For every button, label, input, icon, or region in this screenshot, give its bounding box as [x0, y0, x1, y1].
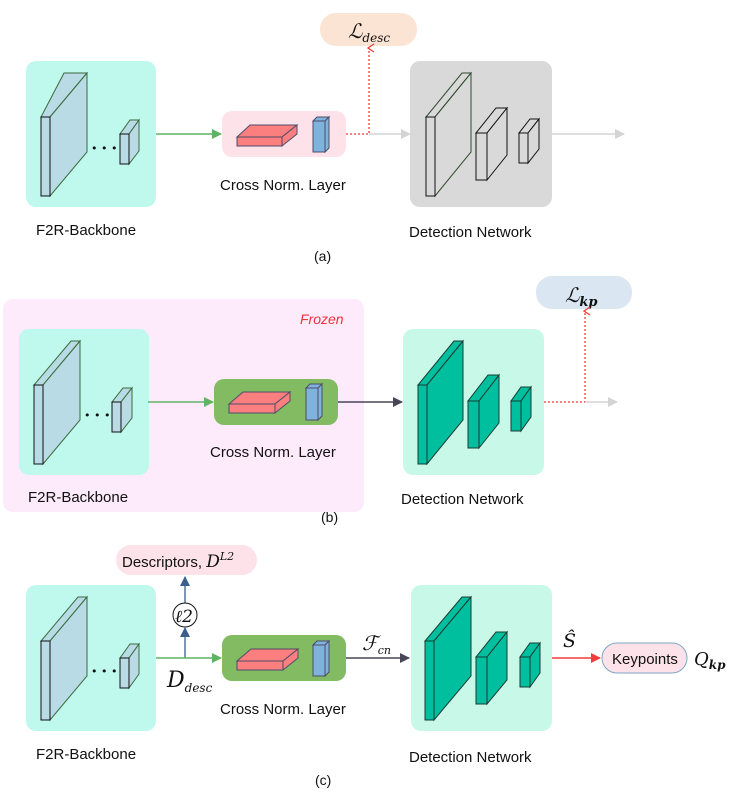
- backbone-dots: • • •: [91, 665, 117, 678]
- q-kp-label: Qkp: [694, 649, 726, 672]
- panel-a: ℒdesc • • • F2R-Backbone: [26, 13, 625, 264]
- crossnorm-label: Cross Norm. Layer: [220, 177, 346, 194]
- backbone-layer-large: [40, 71, 89, 198]
- backbone-dots: • • •: [84, 409, 110, 422]
- loss-kp-label: ℒkp: [565, 283, 598, 310]
- panel-c-caption: (c): [315, 772, 331, 788]
- backbone-layer-small: [110, 386, 134, 434]
- detection-layer-3: [510, 385, 532, 433]
- backbone-label: F2R-Backbone: [36, 746, 136, 763]
- backbone-dots: • • •: [91, 142, 117, 155]
- backbone-layer-large: [39, 595, 89, 722]
- detection-label: Detection Network: [401, 491, 524, 508]
- crossnorm-red-block: [235, 123, 299, 148]
- loss-desc-pill: [320, 13, 417, 46]
- backbone-layer-large: [32, 339, 82, 466]
- detection-layer-2: [474, 630, 509, 706]
- detection-layer-1: [416, 339, 465, 466]
- loss-desc-label: ℒdesc: [348, 19, 390, 45]
- detection-layer-2: [474, 106, 509, 182]
- crossnorm-blue-block: [304, 382, 324, 422]
- loss-desc-dotted-arrow: [346, 48, 369, 135]
- loss-kp-dotted-arrow: [544, 311, 585, 403]
- crossnorm-blue-block: [311, 639, 331, 678]
- keypoints-pill: [601, 642, 688, 674]
- crossnorm-blue-block: [311, 115, 331, 154]
- detection-label: Detection Network: [409, 224, 532, 241]
- f-cn-label: ℱcn: [362, 631, 391, 657]
- backbone-label: F2R-Backbone: [36, 222, 136, 239]
- panel-b: Frozen ℒkp • • • F2R-Backbone C: [3, 276, 632, 525]
- detection-layer-1: [423, 595, 473, 722]
- descriptors-label: Descriptors, DL2: [122, 550, 234, 572]
- crossnorm-label: Cross Norm. Layer: [220, 701, 346, 718]
- detection-layer-3: [519, 641, 541, 689]
- loss-kp-pill: [536, 276, 632, 309]
- d-desc-label: Ddesc: [166, 668, 213, 695]
- keypoints-label: Keypoints: [612, 651, 678, 668]
- s-hat-label: Ŝ: [563, 629, 576, 652]
- descriptors-pill: [116, 545, 257, 575]
- panel-a-caption: (a): [314, 248, 331, 264]
- detection-layer-3: [517, 117, 541, 165]
- backbone-label: F2R-Backbone: [28, 489, 128, 506]
- panel-c: Descriptors, DL2 ℓ2 • • • F2R-Backbone D…: [26, 545, 726, 788]
- l2-norm-label: ℓ2: [175, 607, 193, 627]
- crossnorm-red-block: [227, 390, 292, 415]
- crossnorm-label: Cross Norm. Layer: [210, 444, 336, 461]
- backbone-layer-small: [119, 118, 140, 166]
- detection-layer-1: [424, 71, 473, 198]
- frozen-label: Frozen: [300, 311, 344, 327]
- panel-b-caption: (b): [321, 509, 338, 525]
- detection-label: Detection Network: [409, 749, 532, 766]
- backbone-layer-small: [119, 642, 140, 690]
- detection-layer-2: [466, 373, 501, 450]
- crossnorm-red-block: [235, 647, 300, 672]
